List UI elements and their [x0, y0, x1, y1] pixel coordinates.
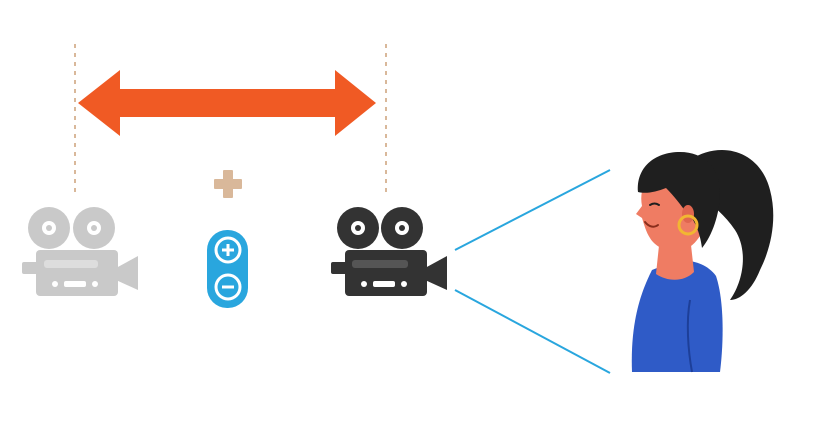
- ear: [682, 205, 694, 223]
- smile: [644, 221, 659, 228]
- movie-camera-far-icon: [22, 207, 138, 296]
- zoom-in-out-icon: [207, 230, 248, 308]
- shirt-fold: [686, 299, 693, 373]
- woman-profile-icon: [631, 150, 774, 373]
- eye: [649, 202, 660, 206]
- earring-icon: [677, 214, 699, 236]
- hair: [637, 152, 720, 248]
- double-arrow-icon: [78, 70, 376, 136]
- sight-line-top: [454, 169, 611, 251]
- shirt: [631, 260, 723, 372]
- plus-icon: [214, 170, 242, 198]
- sight-line-bottom: [454, 289, 611, 374]
- movie-camera-near-icon: [331, 207, 447, 296]
